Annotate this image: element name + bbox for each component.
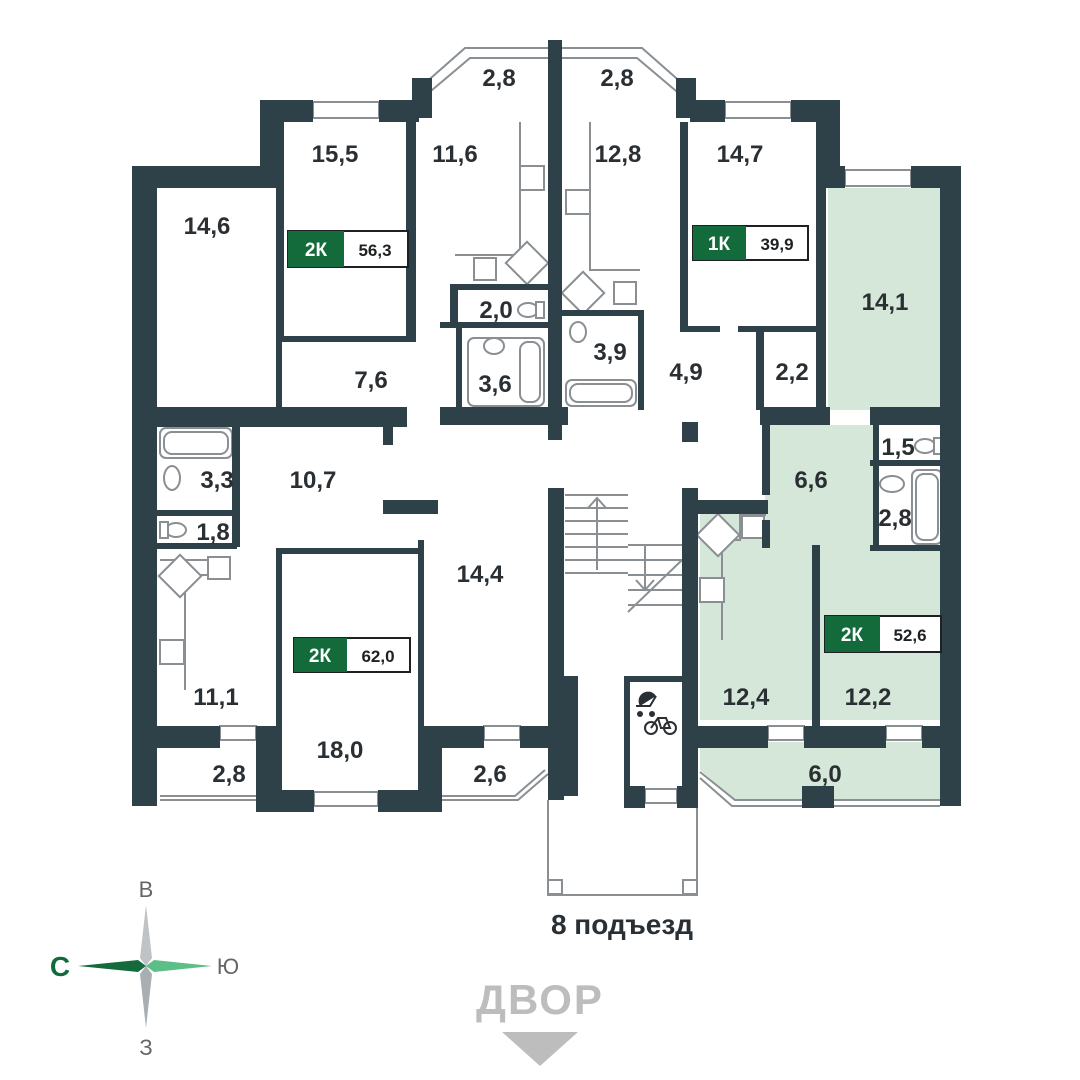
balcony-outline (560, 47, 693, 93)
sink-icon (163, 465, 181, 491)
apartment-badge[interactable]: 1К 39,9 (692, 225, 809, 261)
stroller-icon (636, 691, 657, 717)
apartment-area: 62,0 (361, 647, 394, 666)
window (313, 791, 379, 807)
room-area-label: 2,8 (600, 65, 633, 92)
room-labels: 14,6 15,5 11,6 2,8 2,8 12,8 14,7 14,1 2,… (184, 65, 915, 788)
compass-label-south: Ю (217, 954, 239, 979)
compass-needle-west (140, 966, 152, 1028)
room-area-label: 2,8 (212, 761, 245, 788)
window (483, 725, 521, 741)
window (844, 169, 912, 187)
room-area-label: 6,6 (794, 467, 827, 494)
room-area-label: 12,2 (845, 684, 892, 711)
apartment-area: 56,3 (358, 241, 391, 260)
balcony-fill-6-0 (700, 742, 940, 800)
compass-needle-south (146, 960, 212, 972)
window (644, 788, 678, 804)
room-area-label: 1,8 (196, 519, 229, 546)
bicycle-icon (644, 717, 677, 735)
apartment-type: 2К (309, 646, 332, 667)
room-area-label: 7,6 (354, 367, 387, 394)
sink-icon (569, 321, 587, 343)
balcony-outline (560, 57, 683, 97)
room-area-label: 2,6 (473, 761, 506, 788)
room-area-label: 11,1 (193, 684, 238, 711)
apartment-badge[interactable]: 2К 62,0 (293, 637, 411, 673)
room-area-label: 2,0 (479, 297, 512, 324)
room-area-label: 18,0 (317, 737, 364, 764)
room-area-label: 4,9 (669, 359, 702, 386)
room-area-label: 14,1 (862, 289, 909, 316)
staircase (565, 494, 683, 613)
porch-post (547, 879, 563, 895)
window (767, 725, 805, 741)
apartment-type: 2К (305, 240, 328, 261)
room-area-label: 3,6 (478, 371, 511, 398)
stove-icon (519, 165, 545, 191)
room-area-label: 6,0 (808, 761, 841, 788)
sink-icon (560, 270, 606, 316)
room-area-label: 2,8 (878, 505, 911, 532)
room-area-label: 3,9 (593, 339, 626, 366)
sink-icon (157, 553, 203, 599)
porch-post (682, 879, 698, 895)
apartment-area: 52,6 (893, 626, 926, 645)
room-area-label: 2,2 (775, 359, 808, 386)
apartment-type: 1К (708, 234, 731, 255)
balcony-outline (414, 47, 548, 93)
apartment-area: 39,9 (760, 235, 793, 254)
window (724, 101, 792, 119)
stove-icon (159, 639, 185, 665)
bathtub-icon (565, 379, 637, 407)
balcony-outline (440, 769, 546, 797)
stove-icon (699, 577, 725, 603)
fixtures (157, 122, 943, 690)
compass-label-west: З (139, 1035, 152, 1060)
walls (132, 40, 961, 812)
kitchen-counter (589, 122, 640, 271)
room-area-label: 2,8 (482, 65, 515, 92)
apartment-badge[interactable]: 2К 52,6 (824, 615, 942, 653)
compass-needle-east (140, 905, 152, 966)
room-area-label: 14,4 (457, 561, 504, 588)
porch-outline (547, 800, 698, 896)
room-area-label: 3,3 (200, 467, 233, 494)
sink-icon (695, 512, 741, 558)
apartment-badge[interactable]: 2К 56,3 (287, 230, 409, 268)
stove-icon (565, 189, 591, 215)
balcony-outline (699, 771, 940, 801)
sink-icon (879, 475, 905, 493)
window (312, 101, 380, 119)
toilet-icon (914, 438, 936, 454)
balcony-outline (424, 57, 548, 97)
balcony-outline (440, 773, 549, 801)
yard-label: ДВОР (476, 976, 604, 1023)
apartment-type: 2К (841, 625, 864, 646)
compass-rose: В З С Ю (50, 877, 239, 1060)
sink-icon (504, 240, 550, 286)
window (219, 725, 257, 741)
entrance-label: 8 подъезд (551, 909, 693, 940)
room-area-label: 12,4 (723, 684, 770, 711)
room-area-label: 10,7 (290, 467, 337, 494)
room-fill-14-1 (828, 188, 946, 410)
room-area-label: 1,5 (881, 434, 914, 461)
window (885, 725, 923, 741)
compass-label-east: В (139, 877, 154, 902)
compass-needle-north (78, 960, 146, 972)
room-area-label: 12,8 (595, 141, 642, 168)
bathtub-icon (467, 337, 545, 407)
room-area-label: 15,5 (312, 141, 359, 168)
room-area-label: 14,6 (184, 213, 231, 240)
sink-icon (483, 337, 505, 355)
compass-label-north: С (50, 951, 70, 982)
down-arrow-icon (502, 1032, 578, 1066)
balcony-outline (699, 777, 940, 807)
room-area-label: 14,7 (717, 141, 764, 168)
room-area-label: 11,6 (432, 141, 477, 168)
